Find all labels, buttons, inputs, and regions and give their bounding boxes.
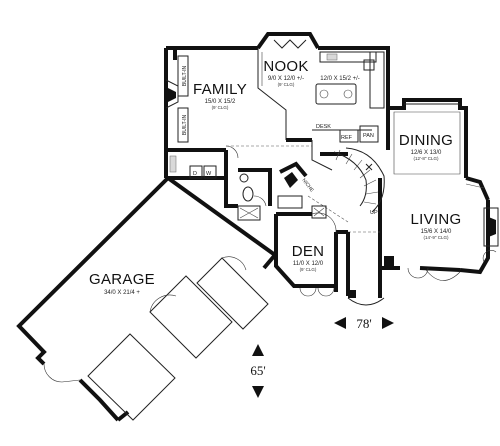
dryer-label: D	[193, 171, 197, 177]
family-dims: 15/0 X 15/2	[205, 99, 236, 105]
garage-title: GARAGE	[89, 271, 155, 288]
garage-area	[16, 176, 278, 422]
den-area	[274, 212, 394, 306]
refrigerator	[339, 129, 359, 143]
dining-title: DINING	[399, 132, 453, 149]
kitchen-counter-top	[319, 51, 377, 63]
range-icon	[363, 59, 375, 71]
powder-sink-icon	[239, 173, 249, 183]
pantry	[359, 125, 379, 143]
stair-up-label: UP	[370, 210, 378, 216]
family-clg: (9' CLG)	[212, 105, 229, 110]
garage-door-1	[87, 333, 176, 421]
garage-dims: 34/0 X 21/4 +	[104, 290, 140, 296]
niche-area	[277, 161, 327, 219]
living-dims: 15/6 X 14/0	[421, 229, 452, 235]
pan-label: PAN	[363, 133, 374, 139]
nook-dims: 9/0 X 12/0 +/-	[268, 76, 304, 82]
living-fireplace-icon	[483, 207, 499, 247]
den-clg: (9' CLG)	[300, 267, 317, 272]
family-area	[164, 46, 287, 178]
nook-area	[256, 32, 320, 50]
kitchen-area	[312, 46, 390, 143]
living-clg: (14'-9" CLG)	[424, 235, 449, 240]
left-arrow-icon	[334, 317, 346, 329]
width-label: 78'	[356, 316, 371, 331]
depth-dimension: 65'	[250, 344, 266, 398]
garage-door-2	[149, 275, 233, 359]
kitchen-dims: 12/0 X 15/2 +/-	[320, 76, 360, 82]
dryer-icon	[189, 165, 203, 179]
depth-label: 65'	[250, 363, 265, 378]
garage-door-3	[196, 257, 269, 330]
nook-clg: (9' CLG)	[278, 82, 295, 87]
width-dimension: 78'	[334, 316, 394, 331]
fireplace-icon	[165, 79, 179, 109]
dining-clg: (12'-8" CLG)	[414, 156, 439, 161]
down-arrow-icon	[252, 386, 264, 398]
sink-icon	[326, 53, 338, 61]
den-title: DEN	[292, 243, 325, 260]
stair-area	[226, 138, 385, 233]
up-arrow-icon	[252, 344, 264, 356]
toilet-icon	[242, 186, 254, 202]
built-in-label-1: BUILT-IN	[182, 66, 188, 87]
closet	[237, 205, 261, 221]
kitchen-island	[315, 83, 357, 105]
utility-area	[166, 145, 272, 221]
ref-label: REF	[341, 135, 353, 141]
niche-label: NICHE	[300, 178, 315, 194]
kitchen-counter-right	[369, 51, 385, 109]
right-arrow-icon	[382, 317, 394, 329]
dining-dims: 12/6 X 13/0	[411, 150, 442, 156]
washer-icon	[203, 165, 217, 179]
living-title: LIVING	[411, 211, 462, 228]
built-in-cabinet-2	[177, 107, 189, 143]
nook-title: NOOK	[263, 58, 308, 75]
den-dims: 11/0 X 12/0	[293, 261, 324, 267]
built-in-cabinet-1	[177, 55, 189, 97]
built-in-label-2: BUILT-IN	[182, 115, 188, 136]
dining-area	[386, 98, 468, 178]
desk-label: DESK	[316, 124, 331, 130]
washer-label: W	[206, 171, 212, 177]
family-title: FAMILY	[193, 81, 247, 98]
